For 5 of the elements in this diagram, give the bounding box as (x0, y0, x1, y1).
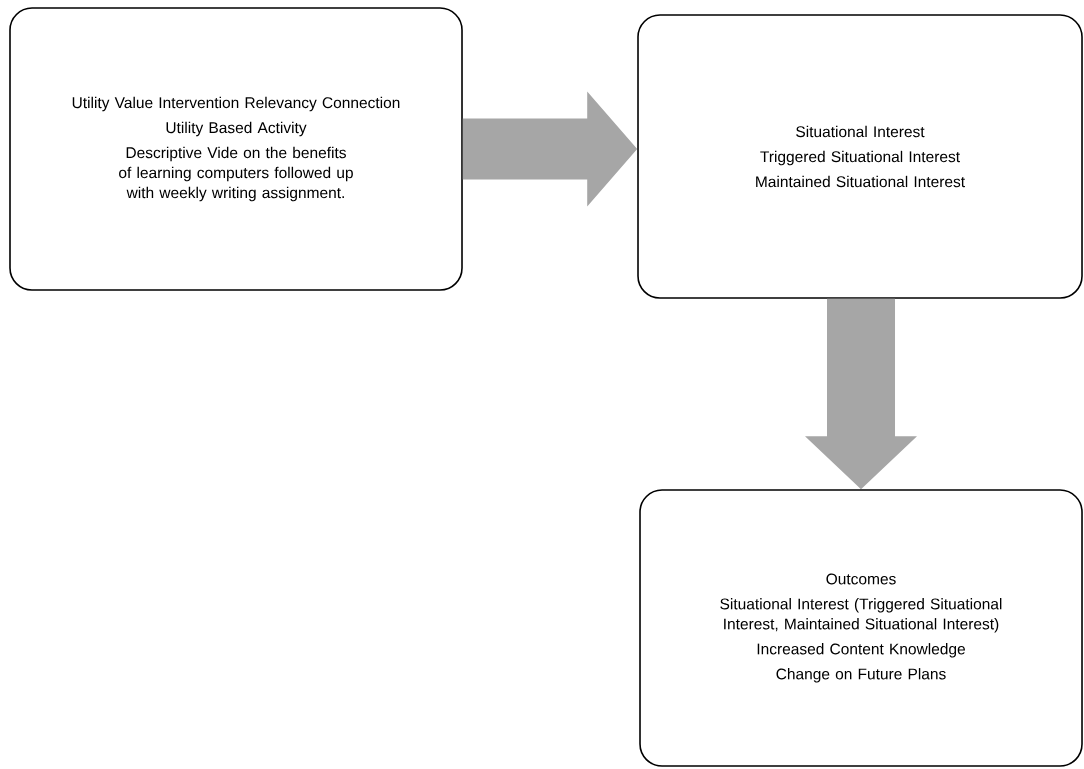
text-box: Outcomes Situational Interest (Triggered Situational Interest, Maintained Situational Interest) Increased Content Knowledge Change on Future Plans (639, 489, 1083, 767)
text-box: Situational Interest Triggered Situational Interest Maintained Situational Interest (637, 14, 1083, 299)
text-box: Utility Value Intervention Relevancy Connection Utility Based Activity Descriptive Vide on the benefits of learning computers followed up with weekly writing assignment. (9, 7, 463, 291)
block-arrow (462, 91, 638, 207)
block-arrow (805, 298, 917, 490)
